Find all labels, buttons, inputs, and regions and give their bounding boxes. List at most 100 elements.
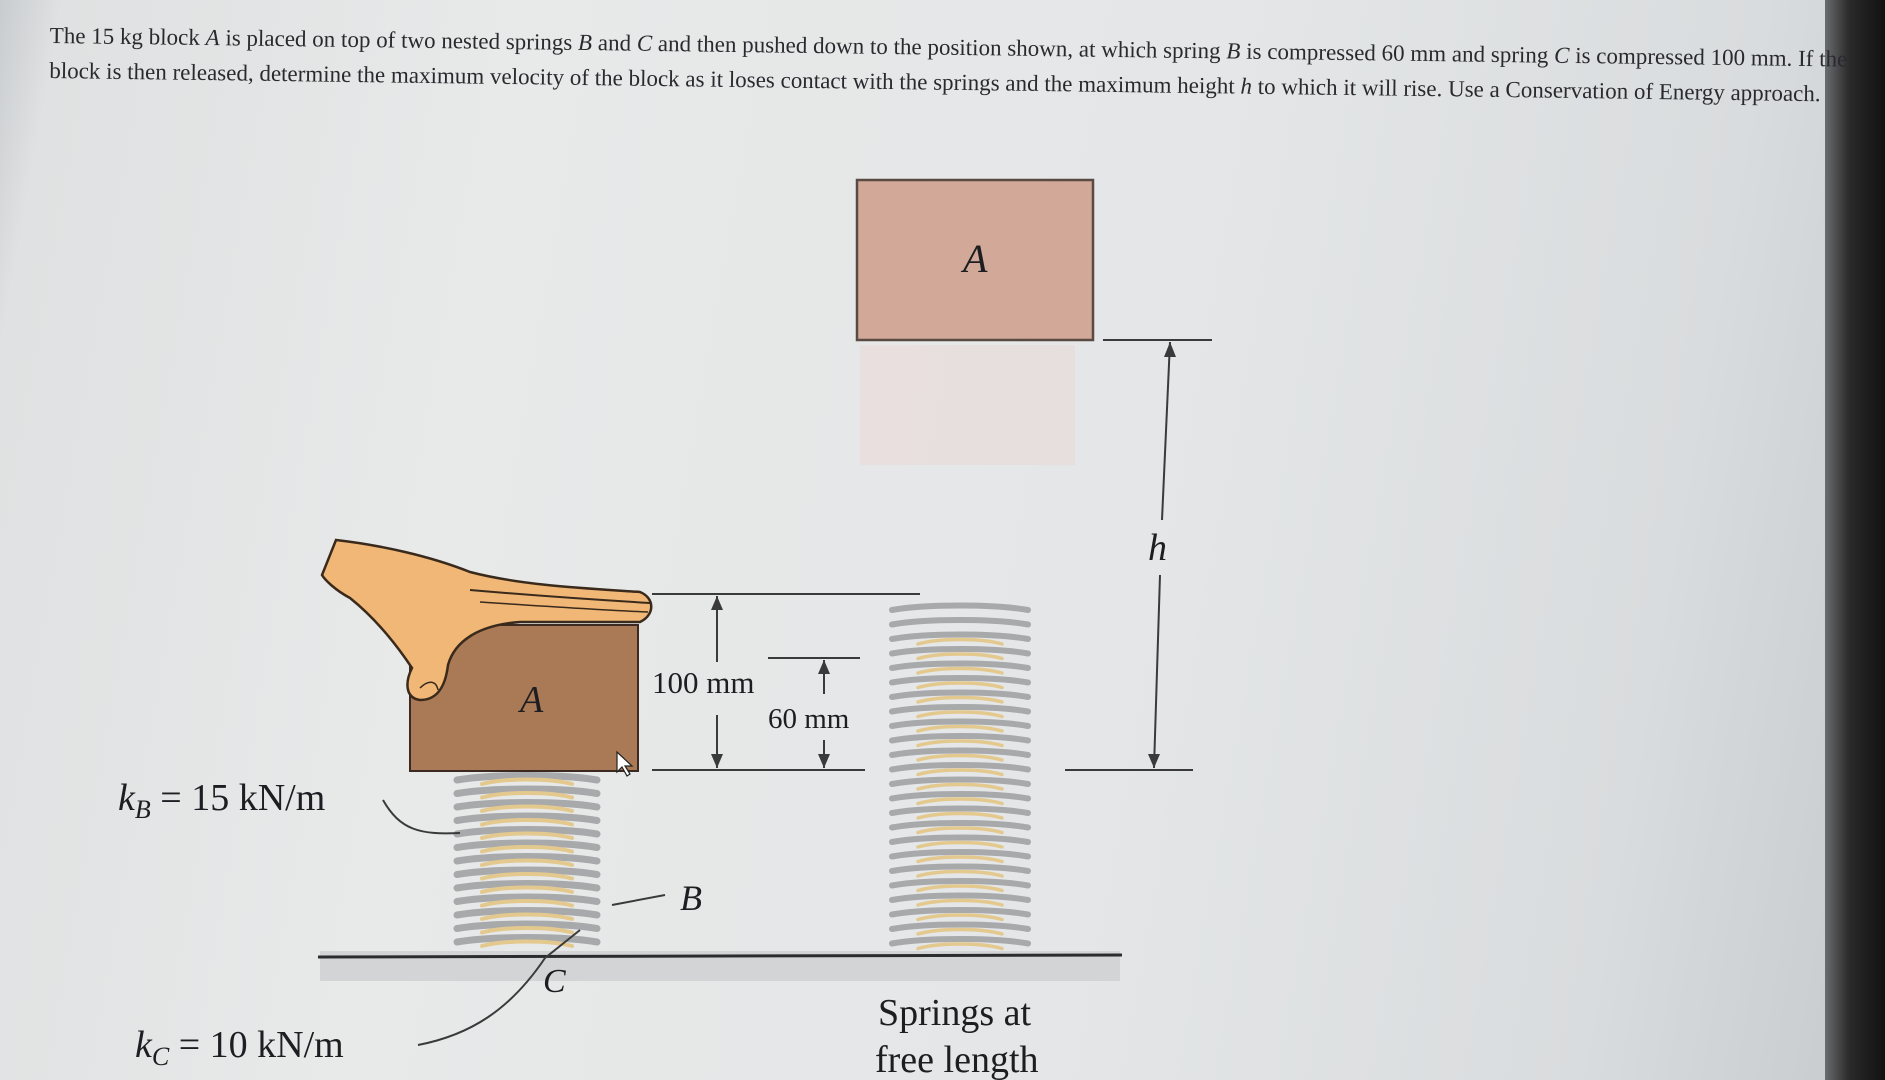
kc-leader-tip xyxy=(544,929,581,959)
spring-coil xyxy=(916,637,1004,646)
ground-line xyxy=(317,953,1123,959)
dim-60-label: 60 mm xyxy=(768,703,850,735)
spring-coil xyxy=(480,777,574,786)
arrow-up-icon xyxy=(711,596,723,610)
spring-coil xyxy=(916,913,1004,922)
kb-leader xyxy=(382,799,461,835)
spring-coil xyxy=(453,866,601,878)
spring-coil xyxy=(453,934,601,946)
spring-coil xyxy=(453,839,601,851)
b-leader xyxy=(611,894,666,906)
spring-coil xyxy=(480,804,574,813)
kc-leader xyxy=(417,957,546,1046)
spring-coil xyxy=(480,872,574,881)
spring-coil xyxy=(453,907,601,919)
monitor-bezel xyxy=(1825,0,1885,1080)
spring-coil xyxy=(480,831,574,840)
hand-icon xyxy=(320,538,653,702)
spring-coil xyxy=(916,652,1004,661)
spring-coil xyxy=(916,898,1004,907)
spring-coil xyxy=(916,724,1004,733)
spring-coil xyxy=(480,818,574,827)
arrow-down-icon xyxy=(1148,754,1160,768)
spring-coil xyxy=(480,926,574,935)
spring-coil xyxy=(480,885,574,894)
spring-c-label: C xyxy=(543,963,566,1000)
spring-coil xyxy=(916,884,1004,893)
spring-coil xyxy=(889,834,1031,845)
caption-line-1: Springs at xyxy=(878,992,1032,1034)
arrow-up-icon xyxy=(818,660,830,674)
spring-coil xyxy=(916,739,1004,748)
h-line-lower xyxy=(1153,574,1161,769)
spring-coil xyxy=(453,799,601,811)
spring-coil xyxy=(916,840,1004,849)
spring-coil xyxy=(889,849,1031,860)
spring-coil xyxy=(889,921,1031,932)
spring-coil xyxy=(480,939,574,948)
spring-coil xyxy=(889,863,1031,874)
free-length-springs xyxy=(889,602,1031,951)
spring-coil xyxy=(916,942,1004,951)
arrow-down-icon xyxy=(818,754,830,768)
spring-coil xyxy=(453,853,601,865)
block-top xyxy=(855,178,1095,342)
spring-coil xyxy=(916,869,1004,878)
spring-coil xyxy=(916,826,1004,835)
spring-coil xyxy=(889,689,1031,700)
spring-coil xyxy=(889,631,1031,642)
arrow-down-icon xyxy=(711,754,723,768)
spring-coil xyxy=(889,820,1031,831)
h-line-upper xyxy=(1161,341,1171,521)
spring-coil xyxy=(889,762,1031,773)
spring-coil xyxy=(916,768,1004,777)
spring-coil xyxy=(916,855,1004,864)
spring-coil xyxy=(916,666,1004,675)
block-label-top: A xyxy=(960,236,988,281)
spring-coil xyxy=(889,892,1031,903)
spring-b-label: B xyxy=(680,878,702,918)
spring-coil xyxy=(889,602,1031,613)
kb-label: kB = 15 kN/m xyxy=(118,777,325,824)
spring-coil xyxy=(889,718,1031,729)
spring-coil xyxy=(889,704,1031,715)
kc-label: kC = 10 kN/m xyxy=(135,1024,344,1071)
spring-coil xyxy=(916,782,1004,791)
spring-coil xyxy=(480,858,574,867)
caption-line-2: free length xyxy=(875,1039,1039,1080)
spring-coil xyxy=(453,785,601,797)
spring-coil xyxy=(889,617,1031,628)
spring-coil xyxy=(889,907,1031,918)
arrow-up-icon xyxy=(1164,342,1176,357)
dim-100-label: 100 mm xyxy=(652,665,754,700)
spring-coil xyxy=(916,927,1004,936)
spring-coil xyxy=(889,747,1031,758)
spring-coil xyxy=(889,733,1031,744)
spring-coil xyxy=(453,920,601,932)
spring-coil xyxy=(916,710,1004,719)
spring-coil xyxy=(453,772,601,784)
spring-coil xyxy=(889,675,1031,686)
spring-coil xyxy=(453,812,601,824)
spring-coil xyxy=(453,893,601,905)
spring-coil xyxy=(480,845,574,854)
spring-coil xyxy=(889,776,1031,787)
spring-coil xyxy=(480,791,574,800)
spring-coil xyxy=(916,811,1004,820)
spring-coil xyxy=(889,791,1031,802)
spring-coil xyxy=(889,805,1031,816)
spring-coil xyxy=(916,695,1004,704)
spring-coil xyxy=(453,880,601,892)
spring-coil xyxy=(916,681,1004,690)
h-label: h xyxy=(1148,527,1167,569)
spring-coil xyxy=(889,936,1031,947)
compressed-springs xyxy=(453,772,601,948)
spring-coil xyxy=(480,899,574,908)
spring-coil xyxy=(889,660,1031,671)
spring-coil xyxy=(453,826,601,838)
cursor-icon xyxy=(616,750,634,777)
glare xyxy=(860,345,1075,465)
spring-coil xyxy=(916,753,1004,762)
spring-coil xyxy=(889,646,1031,657)
